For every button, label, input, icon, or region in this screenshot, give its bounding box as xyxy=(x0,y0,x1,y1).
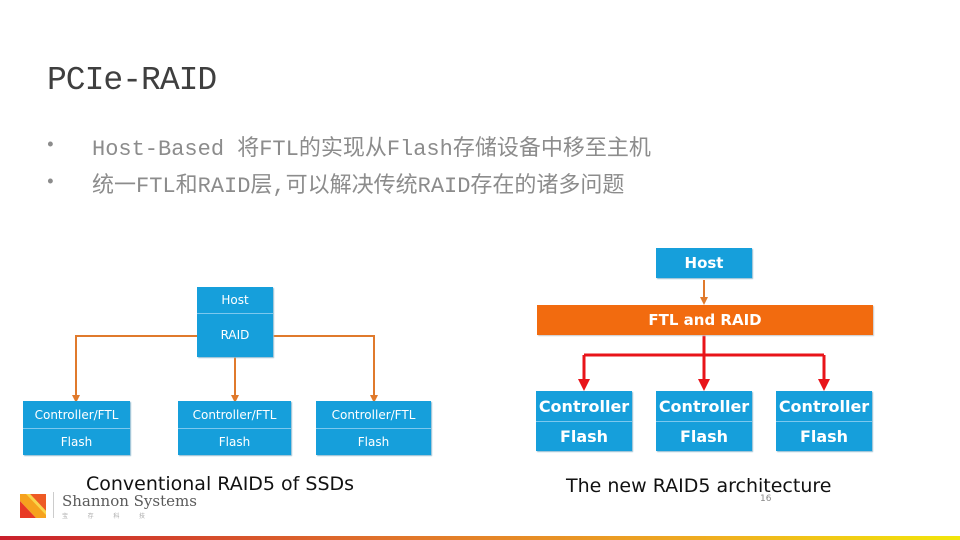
controller-node: Controller Flash xyxy=(656,391,752,451)
controller-label: Controller/FTL xyxy=(192,407,277,422)
ssd-node: Controller/FTL Flash xyxy=(23,401,130,455)
box-divider xyxy=(536,421,632,422)
slide-title: PCIe-RAID xyxy=(47,62,217,99)
bullet-list: • Host-Based 将FTL的实现从Flash存储设备中移至主机 • 统一… xyxy=(45,127,651,201)
controller-node: Controller Flash xyxy=(536,391,632,451)
shannon-logo-icon xyxy=(18,491,48,521)
controller-label: Controller xyxy=(538,396,630,416)
controller-label: Controller/FTL xyxy=(331,407,416,422)
bullet-text: Host-Based 将FTL的实现从Flash存储设备中移至主机 xyxy=(92,136,651,162)
host-raid-box: Host RAID xyxy=(197,287,273,357)
controller-label: Controller xyxy=(658,396,750,416)
ftl-raid-bar: FTL and RAID xyxy=(537,305,873,335)
flash-label: Flash xyxy=(357,434,390,449)
bullet-text: 统一FTL和RAID层,可以解决传统RAID存在的诸多问题 xyxy=(92,173,625,199)
ssd-node: Controller/FTL Flash xyxy=(316,401,431,455)
left-caption: Conventional RAID5 of SSDs xyxy=(86,473,355,495)
controller-label: Controller xyxy=(778,396,870,416)
footer-gradient-bar xyxy=(0,536,960,540)
company-subtitle: 宝 存 科 技 xyxy=(62,514,155,520)
box-divider xyxy=(776,421,872,422)
left-connectors xyxy=(72,335,378,403)
page-number: 16 xyxy=(760,494,772,504)
bullet-icon: • xyxy=(45,172,56,193)
flash-label: Flash xyxy=(799,426,849,446)
logo-separator xyxy=(53,492,54,518)
flash-label: Flash xyxy=(559,426,609,446)
bullet-item: • 统一FTL和RAID层,可以解决传统RAID存在的诸多问题 xyxy=(45,164,651,201)
box-divider xyxy=(316,428,431,429)
flash-label: Flash xyxy=(218,434,251,449)
bullet-icon: • xyxy=(45,135,56,156)
right-connectors xyxy=(578,335,830,391)
flash-label: Flash xyxy=(679,426,729,446)
box-divider xyxy=(656,421,752,422)
company-name: Shannon Systems xyxy=(62,492,197,510)
flash-label: Flash xyxy=(60,434,93,449)
host-label: Host xyxy=(221,293,249,307)
connector-left xyxy=(72,335,197,403)
ssd-node: Controller/FTL Flash xyxy=(178,401,291,455)
right-caption: The new RAID5 architecture xyxy=(566,475,832,497)
controller-label: Controller/FTL xyxy=(34,407,119,422)
controller-node: Controller Flash xyxy=(776,391,872,451)
box-divider xyxy=(178,428,291,429)
raid-label: RAID xyxy=(220,328,250,342)
box-divider xyxy=(197,313,273,314)
connector-right xyxy=(273,335,378,403)
host-box: Host xyxy=(656,248,752,278)
box-divider xyxy=(23,428,130,429)
bullet-item: • Host-Based 将FTL的实现从Flash存储设备中移至主机 xyxy=(45,127,651,164)
